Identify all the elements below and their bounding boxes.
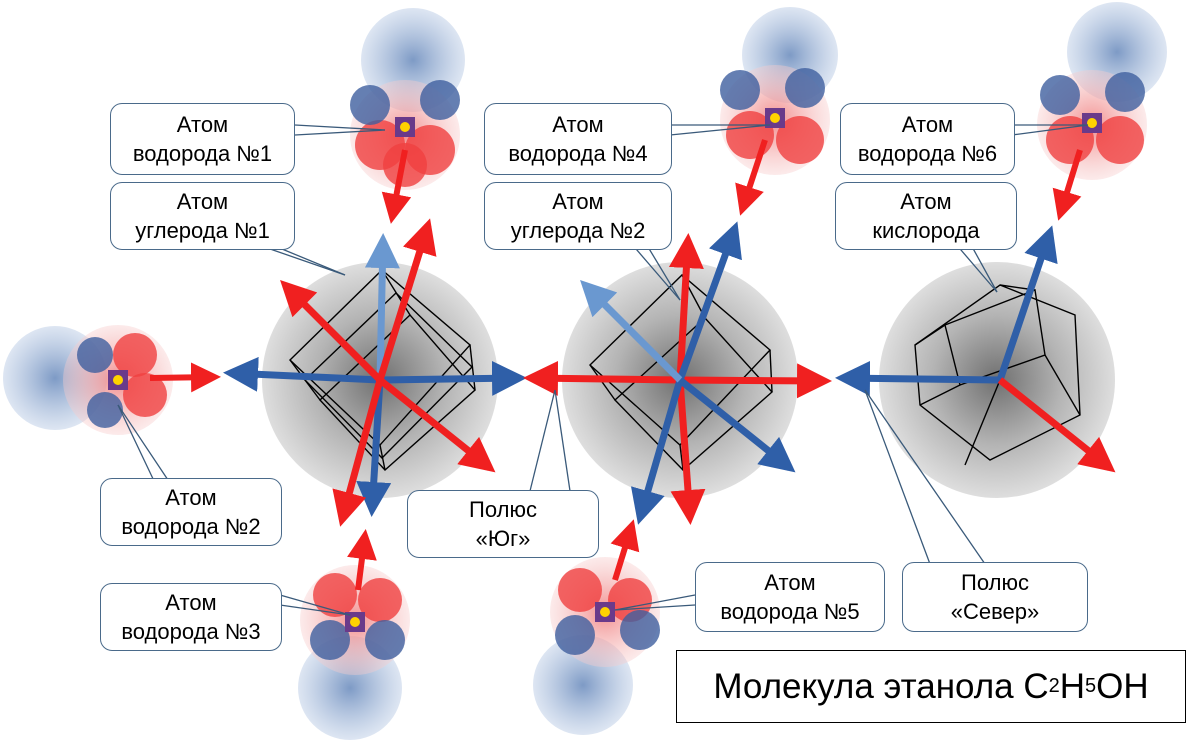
callout-leaders [117, 124, 1089, 616]
oxygen-atom [835, 225, 1116, 498]
hydrogen-atom-1 [350, 8, 465, 224]
carbon-atom-2 [523, 221, 832, 525]
hydrogen-atom-4 [720, 7, 838, 216]
hydrogen-atom-6 [1037, 2, 1167, 221]
hydrogen-atom-3 [298, 529, 410, 740]
hydrogen-atom-5 [533, 519, 660, 735]
carbon-atom-1 [223, 218, 527, 527]
callout-pole-south: Полюс«Юг» [407, 490, 599, 558]
hydrogen-atom-2 [3, 325, 221, 435]
callout-pole-north: Полюс«Север» [902, 562, 1088, 632]
